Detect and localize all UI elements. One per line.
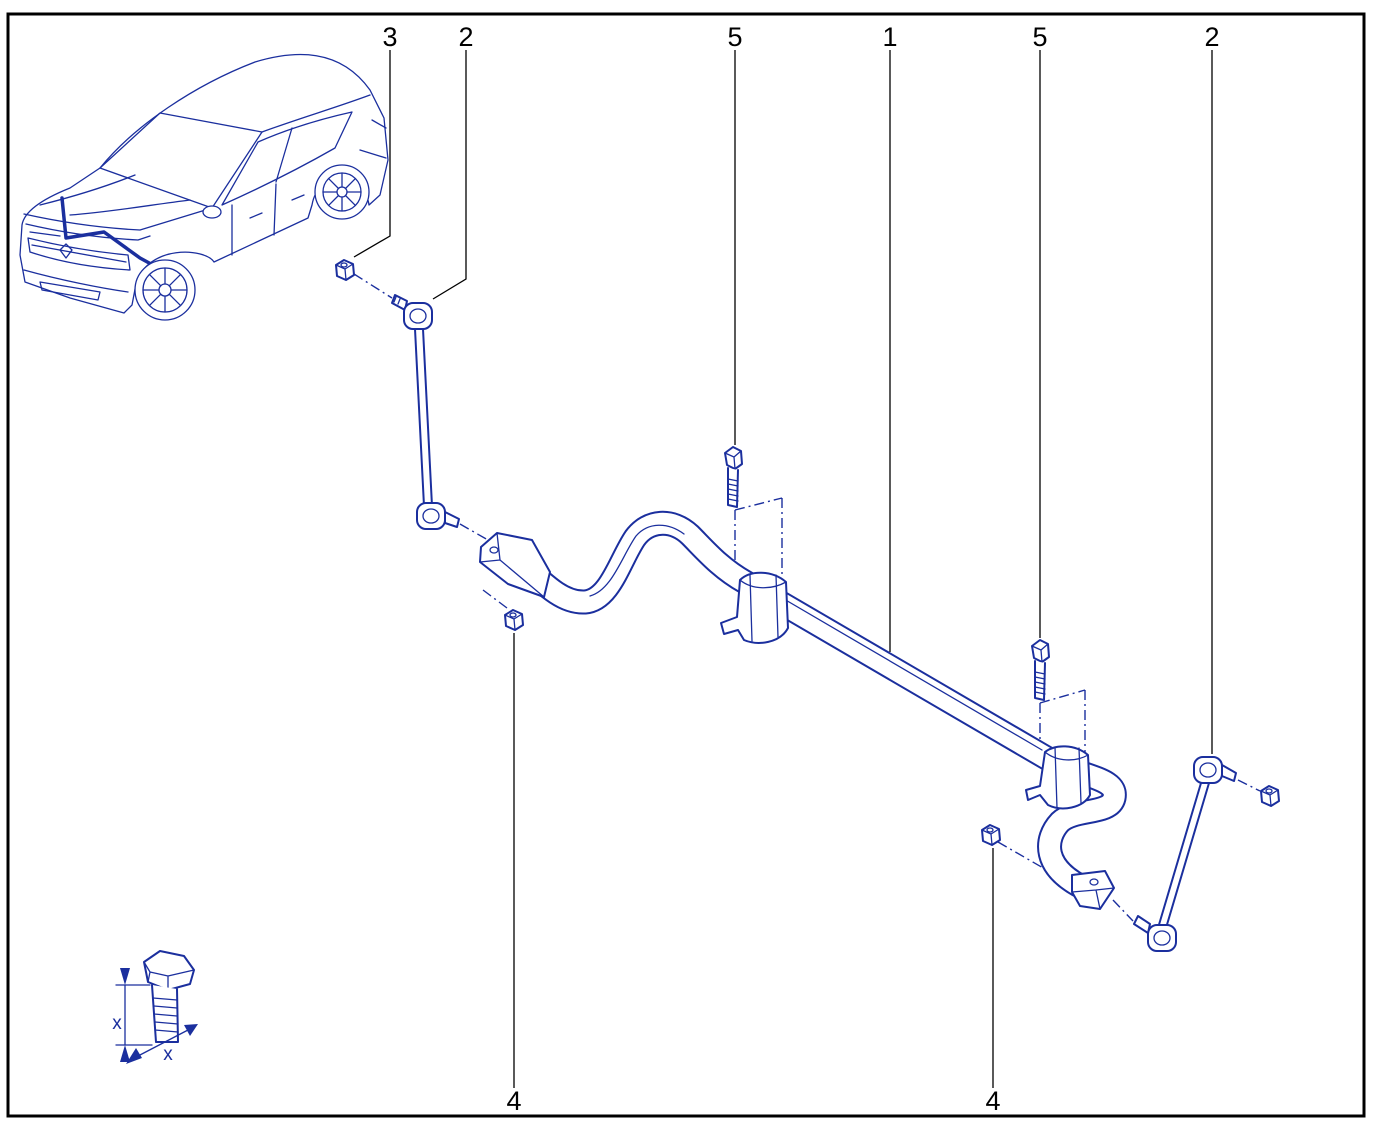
clamp-bolt-left <box>724 446 743 508</box>
leader-line-3 <box>353 50 391 258</box>
clamp-bolt-right <box>1031 639 1050 701</box>
dash-right-bolt-to-clamp <box>1039 689 1086 752</box>
stabilizer-bar-highlight <box>771 591 1043 751</box>
stabilizer-right-clamp <box>1025 745 1091 810</box>
callout-label-4-left: 4 <box>506 1086 521 1116</box>
car-lower-bumper <box>23 269 129 301</box>
car-illustration-icon <box>19 53 389 321</box>
dash-left-bolt-to-clamp <box>734 497 783 578</box>
dash-left-plate-to-nut <box>482 589 508 609</box>
leader-lines <box>353 50 1213 1088</box>
link-nut-upper-left <box>335 259 355 281</box>
car-roof-edge <box>261 94 371 133</box>
callout-label-2-right: 2 <box>1204 22 1219 52</box>
car-door-lines <box>231 183 305 256</box>
dash-right-nut-to-plate <box>997 841 1079 889</box>
diagram-frame <box>6 12 1366 1118</box>
callout-label-1: 1 <box>882 22 897 52</box>
car-side-windows <box>221 111 353 206</box>
stabilizer-link-left <box>391 294 460 530</box>
car-logo-icon <box>59 243 73 259</box>
dash-link-to-left-plate <box>459 523 489 541</box>
car-mirror <box>202 205 222 219</box>
stabilizer-left-end-plate <box>479 532 551 598</box>
dash-nut3-to-link <box>353 273 393 299</box>
dimension-label-height: x <box>112 1013 122 1034</box>
leader-line-2-left <box>432 50 467 300</box>
stabilizer-bar-curve-highlight <box>589 524 685 597</box>
callout-label-5-left: 5 <box>727 22 742 52</box>
stabilizer-left-clamp <box>720 571 789 644</box>
assembly-dash-lines <box>353 273 1261 922</box>
car-hood-crease <box>39 174 191 216</box>
car-b-pillar <box>275 127 293 183</box>
car-stabilizer-highlight <box>60 196 164 272</box>
link-nut-upper-right <box>1260 785 1280 807</box>
car-front-wheel <box>134 259 196 321</box>
car-hood-edge <box>23 207 213 231</box>
car-grille <box>27 237 131 271</box>
car-rear-lights <box>359 119 387 159</box>
dash-right-link-to-nut <box>1237 779 1261 792</box>
callout-labels: 3 2 5 1 5 2 4 4 <box>382 22 1219 1116</box>
stabilizer-link-right <box>1133 756 1237 952</box>
stabilizer-right-end-plate <box>1071 870 1115 910</box>
dash-right-plate-to-link <box>1112 899 1134 922</box>
callout-label-5-right: 5 <box>1032 22 1047 52</box>
plate-nut-left <box>504 609 524 631</box>
car-rear-wheel <box>314 164 370 220</box>
dimension-label-width: x <box>163 1044 173 1065</box>
callout-label-3: 3 <box>382 22 397 52</box>
callout-label-2-left: 2 <box>458 22 473 52</box>
plate-nut-right <box>981 824 1001 846</box>
stabilizer-bar <box>511 510 1127 902</box>
callout-label-4-right: 4 <box>985 1086 1000 1116</box>
bolt-dimension-icon: x x <box>112 950 198 1065</box>
